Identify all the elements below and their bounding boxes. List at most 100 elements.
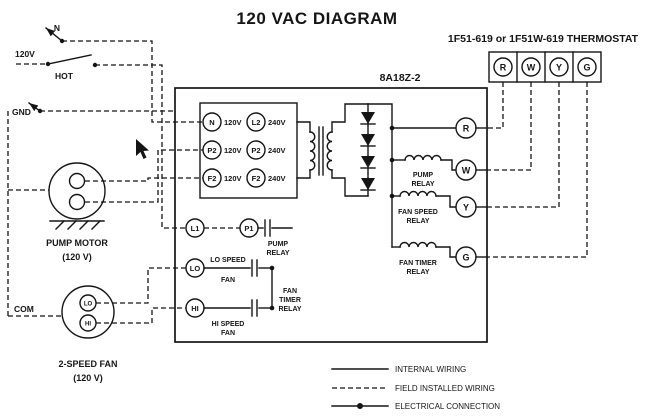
fan-timer-relay-coil-label: FAN TIMER <box>399 260 437 267</box>
thermostat-terminal-g <box>577 57 597 77</box>
diode-icon <box>361 134 375 146</box>
neutral-wire <box>62 40 203 123</box>
transformer-secondary-coil <box>326 131 333 171</box>
terminal-f2-240-label: F2 <box>252 174 261 183</box>
fan-lo-label: LO <box>84 301 93 307</box>
thermostat-label: 1F51-619 or 1F51W-619 THERMOSTAT <box>448 33 639 45</box>
terminal-p1-label: P1 <box>244 224 253 233</box>
lo-speed-label: FAN <box>221 277 235 284</box>
pump-motor-body <box>48 162 106 220</box>
fan-timer-contact-label: FAN <box>283 288 297 295</box>
fan-speed-relay-coil: FAN SPEED RELAY <box>391 190 457 225</box>
control-unit: 8A18Z-2 N P2 F2 120V 120V 120V L2 P2 F2 … <box>174 72 488 343</box>
fan-timer-contact-label: TIMER <box>279 297 301 304</box>
legend: INTERNAL WIRING FIELD INSTALLED WIRING E… <box>331 365 500 411</box>
junction-dot <box>269 265 275 271</box>
neutral-label: N <box>54 23 60 33</box>
thermostat-terminal-r-label: R <box>500 63 507 73</box>
pump-motor-rating: (120 V) <box>62 252 92 262</box>
ground-label: GND <box>12 107 31 117</box>
thermostat-terminal-w-label: W <box>527 63 536 73</box>
switch-blade-icon <box>47 54 92 65</box>
terminal-l1-label: L1 <box>191 224 200 233</box>
pump-relay-contact-label: PUMP <box>268 241 289 248</box>
rectifier <box>360 103 395 248</box>
cursor-arrow-icon <box>136 139 149 159</box>
voltage-p2-120: 120V <box>224 146 242 155</box>
pump-wire-2 <box>85 149 203 203</box>
pump-motor-terminal <box>68 172 86 190</box>
hot-wire <box>95 64 186 229</box>
terminal-l2-label: L2 <box>252 118 261 127</box>
pump-relay-coil-label: RELAY <box>411 181 434 188</box>
fan-body <box>61 285 115 339</box>
output-terminal-w-label: W <box>462 166 471 176</box>
voltage-n: 120V <box>224 118 242 127</box>
voltage-p2-240: 240V <box>268 146 286 155</box>
voltage-l2: 240V <box>268 118 286 127</box>
thermostat-wire-y <box>487 82 560 208</box>
neutral-arrow-icon <box>45 27 63 42</box>
coil-icon <box>399 241 437 248</box>
fan-hi-label: HI <box>85 321 91 327</box>
terminal-p2-240 <box>246 140 266 160</box>
diagram-title: 120 VAC DIAGRAM <box>236 9 397 28</box>
supply: N 120V HOT GND <box>7 23 203 317</box>
junction-dot <box>269 305 275 311</box>
thermostat-terminal-g-label: G <box>583 63 590 73</box>
fan-com-label: COM <box>14 304 34 314</box>
legend-electrical-connection: ELECTRICAL CONNECTION <box>395 402 500 411</box>
thermostat-wire-w <box>487 82 532 171</box>
coil-icon <box>404 154 442 161</box>
transformer-primary-coil <box>309 131 316 171</box>
lo-speed-contact: LO LO SPEED FAN <box>185 257 273 284</box>
pump-motor-terminal <box>68 193 86 211</box>
terminal-n <box>202 112 222 132</box>
terminal-p2-120-label: P2 <box>207 146 216 155</box>
coil-icon <box>399 190 437 197</box>
thermostat-terminal-y <box>549 57 569 77</box>
hi-speed-contact: HI HI SPEED FAN <box>185 298 273 337</box>
hi-speed-label: HI SPEED <box>212 321 245 328</box>
thermostat-terminal-w <box>521 57 541 77</box>
fan-timer-contact-label: RELAY <box>278 306 301 313</box>
terminal-lo-label: LO <box>190 264 201 273</box>
input-terminal-box <box>199 102 298 199</box>
output-terminal-g-label: G <box>462 253 469 263</box>
voltage-f2-120: 120V <box>224 174 242 183</box>
fan-label: 2-SPEED FAN <box>58 359 117 369</box>
two-speed-fan: LO HI COM 2-SPEED FAN (120 V) <box>14 267 186 383</box>
voltage-f2-240: 240V <box>268 174 286 183</box>
terminal-f2-240 <box>246 168 266 188</box>
pump-motor-label: PUMP MOTOR <box>46 238 108 248</box>
unit-box <box>174 87 488 343</box>
unit-model-label: 8A18Z-2 <box>380 72 421 84</box>
thermostat-terminal-r <box>493 57 513 77</box>
diode-icon <box>361 178 375 190</box>
terminal-l2 <box>246 112 266 132</box>
output-terminal-y-label: Y <box>463 203 469 213</box>
transformer <box>296 103 369 197</box>
diode-icon <box>361 156 375 168</box>
terminal-f2-120-label: F2 <box>208 174 217 183</box>
diode-icon <box>361 112 375 124</box>
fan-rating: (120 V) <box>73 373 103 383</box>
pump-wire-1 <box>85 177 203 182</box>
legend-internal-wiring: INTERNAL WIRING <box>395 365 466 374</box>
pump-relay-coil-label: PUMP <box>413 172 434 179</box>
hot-label: HOT <box>55 71 74 81</box>
fan-timer-relay-coil: FAN TIMER RELAY <box>391 241 457 276</box>
terminal-p2-240-label: P2 <box>251 146 260 155</box>
fan-lo-wire <box>96 267 186 304</box>
legend-field-wiring: FIELD INSTALLED WIRING <box>395 384 495 393</box>
voltage-label: 120V <box>15 49 35 59</box>
fan-timer-relay-coil-label: RELAY <box>406 269 429 276</box>
pump-relay-contact-label: RELAY <box>266 250 289 257</box>
thermostat: 1F51-619 or 1F51W-619 THERMOSTAT R W Y G <box>448 33 639 258</box>
thermostat-wire-r <box>487 82 504 129</box>
terminal-n-label: N <box>209 118 214 127</box>
lo-speed-label: LO SPEED <box>210 257 245 264</box>
output-terminal-r-label: R <box>463 124 470 134</box>
fan-speed-relay-coil-label: FAN SPEED <box>398 209 438 216</box>
